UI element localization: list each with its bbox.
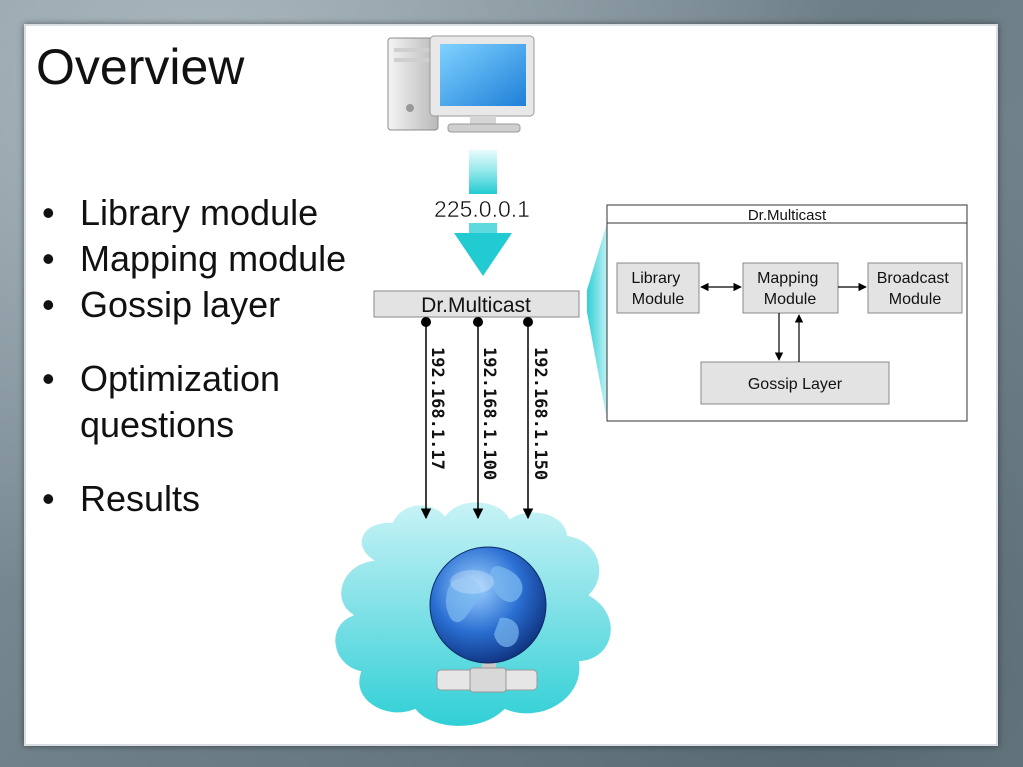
list-item: •Library module: [42, 192, 319, 233]
globe-network-icon: [429, 546, 547, 693]
unicast-address-label: 192.168.1.150: [530, 347, 550, 480]
inset-title: Dr.Multicast: [748, 207, 827, 224]
library-module-label: Module: [632, 291, 685, 308]
multicast-arrow: [454, 150, 512, 276]
mapping-module-box: [742, 262, 839, 314]
svg-text:Broadcast Module: Broadcast Module: [877, 270, 954, 308]
unicast-address-label: 192.168.1.17: [427, 347, 447, 470]
inset-callout-wedge: [587, 223, 607, 420]
broadcast-module-label: Module: [889, 291, 942, 308]
list-item: •Gossip layer: [42, 284, 281, 325]
library-module-label: Library: [631, 270, 680, 287]
page-title: Overview: [36, 39, 245, 95]
mapping-module-label: Module: [764, 291, 817, 308]
library-module-box: [616, 262, 700, 314]
list-item: •Mapping module: [42, 238, 347, 279]
mapping-module-label: Mapping: [757, 270, 818, 287]
dr-multicast-bar-label: Dr.Multicast: [421, 294, 531, 317]
architecture-inset: Dr.Multicast Library Module Mapping Modu…: [606, 204, 968, 422]
desktop-computer-icon: [387, 35, 535, 133]
svg-text:Library Module: Library Module: [631, 270, 684, 308]
svg-text:Mapping Module: Mapping Module: [757, 270, 823, 308]
list-item: •Optimization questions: [42, 358, 281, 445]
gossip-layer-box: [700, 361, 890, 405]
list-item: •Results: [42, 478, 201, 519]
bullet-list: •Library module •Mapping module •Gossip …: [42, 190, 346, 522]
broadcast-module-box: [867, 262, 963, 314]
multicast-address-label: 225.0.0.1: [434, 196, 530, 222]
unicast-address-label: 192.168.1.100: [479, 347, 499, 480]
broadcast-module-label: Broadcast: [877, 270, 950, 287]
dr-multicast-bar: [373, 290, 580, 318]
gossip-layer-label: Gossip Layer: [748, 376, 843, 393]
unicast-connectors: [420, 317, 534, 520]
